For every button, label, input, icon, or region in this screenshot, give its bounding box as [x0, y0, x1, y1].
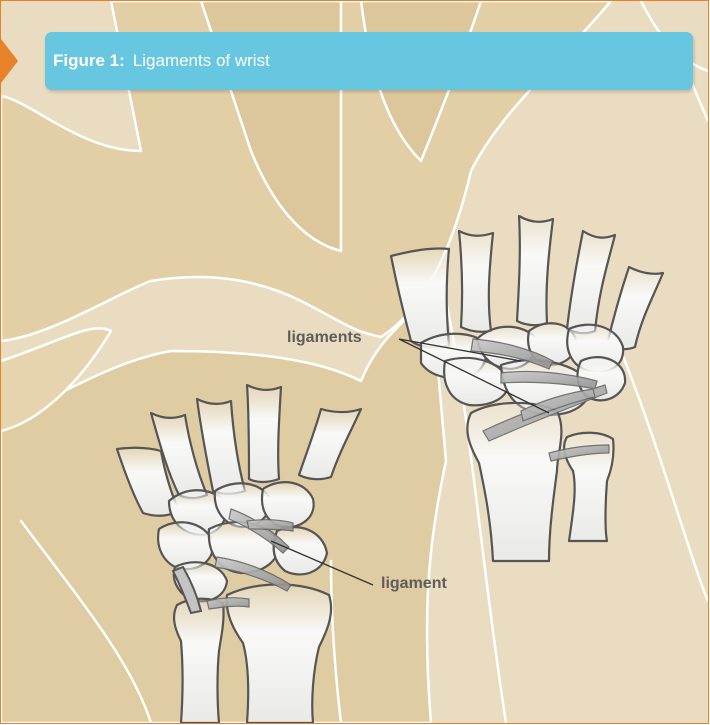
- metacarpal-r2: [459, 231, 493, 332]
- metacarpal-l4: [247, 385, 281, 482]
- title-accent-tab: [1, 39, 18, 83]
- figure-title-bar: Figure 1: Ligaments of wrist: [45, 32, 693, 90]
- figure-label: Figure 1:: [53, 51, 125, 71]
- metacarpal-r4: [567, 231, 615, 333]
- callout-ligament: ligament: [381, 575, 447, 593]
- metacarpal-r3: [517, 216, 553, 325]
- ulna-left: [174, 599, 224, 723]
- callout-ligaments: ligaments: [287, 329, 362, 347]
- figure-title: Ligaments of wrist: [133, 51, 270, 71]
